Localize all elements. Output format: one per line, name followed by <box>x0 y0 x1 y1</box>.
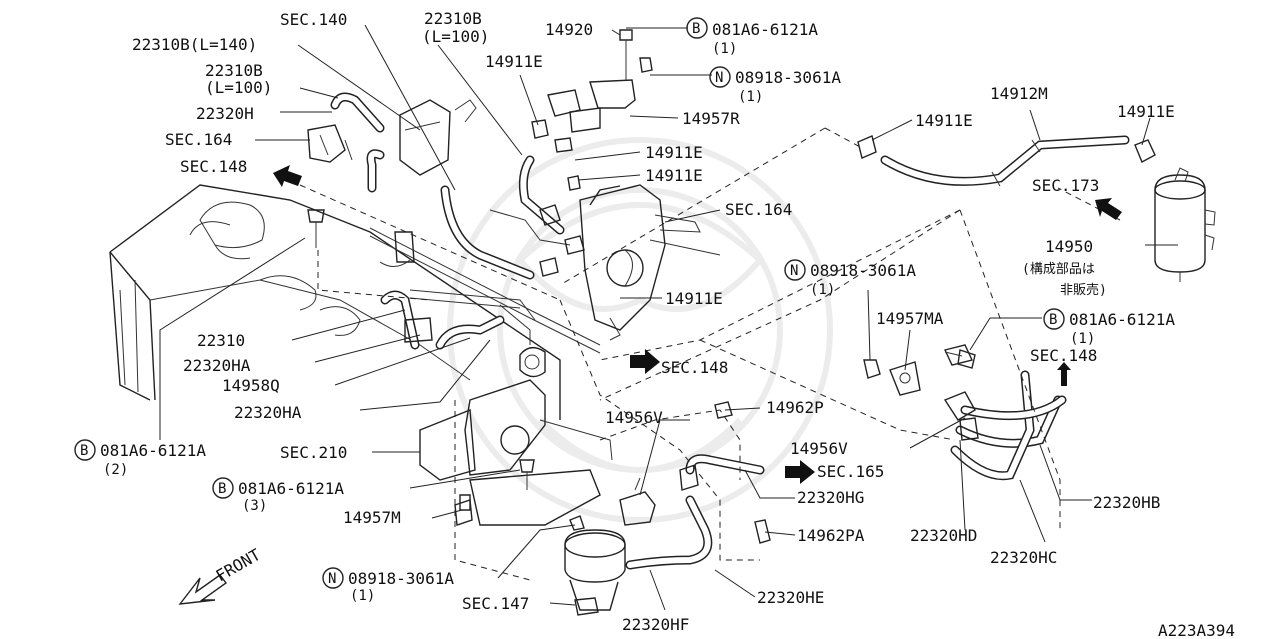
arrow-sec173 <box>1095 198 1122 220</box>
label-n-08918-mid: 08918-3061A <box>810 261 916 280</box>
label-14956v-a: 14956V <box>605 408 663 427</box>
label-22320hf: 22320HF <box>622 615 689 634</box>
label-b-081a6-top-qty: (1) <box>712 41 737 57</box>
label-b-081a6-left-qty: (2) <box>103 462 128 478</box>
egr-bracket-assembly <box>419 347 613 526</box>
label-14957ma: 14957MA <box>876 309 944 328</box>
label-14958q: 14958Q <box>222 376 280 395</box>
pipe-bundle <box>369 155 601 354</box>
label-b-081a6-top: 081A6-6121A <box>712 20 818 39</box>
label-14957m: 14957M <box>343 508 401 527</box>
label-n-08918-top: 08918-3061A <box>735 68 841 87</box>
canister-14950 <box>1154 167 1216 282</box>
hoses-right <box>943 370 1067 481</box>
label-14950-note2: 非販売) <box>1060 282 1107 298</box>
label-14956v-b: 14956V <box>790 439 848 458</box>
label-14912m: 14912M <box>990 84 1048 103</box>
label-22310b-top: 22310B <box>424 9 482 28</box>
label-n-08918-top-qty: (1) <box>738 89 763 105</box>
label-sec147: SEC.147 <box>462 594 529 613</box>
label-22320hc: 22320HC <box>990 548 1057 567</box>
label-b-081a6-right-qty: (1) <box>1070 331 1095 347</box>
label-22310: 22310 <box>197 331 245 350</box>
label-22320h: 22320H <box>196 104 254 123</box>
label-14962pa: 14962PA <box>797 526 865 545</box>
arrow-sec165 <box>785 460 815 484</box>
label-22320ha-a: 22320HA <box>183 356 251 375</box>
label-22320hb: 22320HB <box>1093 493 1160 512</box>
arrow-sec148-mid <box>630 349 660 374</box>
badge-b-low: B <box>218 481 226 497</box>
leader-lines <box>159 24 1178 611</box>
label-14962p: 14962P <box>766 398 824 417</box>
diagram-code: A223A394 <box>1158 621 1235 639</box>
label-22320hg: 22320HG <box>797 488 864 507</box>
label-14950: 14950 <box>1045 237 1093 256</box>
label-14911e-d: 14911E <box>665 289 723 308</box>
label-sec148-mid: SEC.148 <box>661 358 728 377</box>
label-sec148-right: SEC.148 <box>1030 346 1097 365</box>
label-sec164-left: SEC.164 <box>165 130 232 149</box>
reference-dashes <box>299 127 1121 581</box>
badge-b-top: B <box>692 21 700 37</box>
badges: B N N B B B N <box>74 17 1065 589</box>
label-sec140: SEC.140 <box>280 10 347 29</box>
label-sec210: SEC.210 <box>280 443 347 462</box>
label-22310b-l100: 22310B <box>205 61 263 80</box>
direction-arrows <box>178 165 1122 605</box>
front-arrow-icon <box>178 574 227 605</box>
label-22320hd: 22320HD <box>910 526 977 545</box>
label-14911e-c: 14911E <box>645 166 703 185</box>
hose-14912m <box>857 135 1156 187</box>
arrow-sec148-right <box>1057 362 1071 386</box>
label-n-08918-low-qty: (1) <box>350 588 375 604</box>
badge-n-low: N <box>328 571 336 587</box>
label-b-081a6-low: 081A6-6121A <box>238 479 344 498</box>
label-b-081a6-low-qty: (3) <box>242 498 267 514</box>
label-sec164-mid: SEC.164 <box>725 200 792 219</box>
label-n-08918-mid-qty: (1) <box>810 282 835 298</box>
label-14911e-b: 14911E <box>645 143 703 162</box>
label-b-081a6-right: 081A6-6121A <box>1069 310 1175 329</box>
label-b-081a6-left: 081A6-6121A <box>100 441 206 460</box>
vacuum-tank-sec140 <box>399 99 477 176</box>
label-front: FRONT <box>213 545 265 586</box>
label-sec148-left: SEC.148 <box>180 157 247 176</box>
arrow-sec148-left <box>273 165 302 187</box>
label-sec173: SEC.173 <box>1032 176 1099 195</box>
label-22320he: 22320HE <box>757 588 824 607</box>
watermark-emblem <box>447 137 833 523</box>
engine-block <box>109 184 561 420</box>
badge-b-left: B <box>80 443 88 459</box>
hoses-upper-left <box>307 92 385 193</box>
label-14911e-f: 14911E <box>1117 102 1175 121</box>
badge-n-mid: N <box>790 263 798 279</box>
label-22320ha-b: 22320HA <box>234 403 302 422</box>
label-sec165: SEC.165 <box>817 462 884 481</box>
label-14911e-e: 14911E <box>915 111 973 130</box>
label-14950-note1: (構成部品は <box>1022 262 1095 277</box>
label-22310b-top-len: (L=100) <box>422 27 489 46</box>
hoses-mid-left <box>380 290 531 350</box>
label-14911e-a: 14911E <box>485 52 543 71</box>
badge-n-top: N <box>715 70 723 86</box>
bolts <box>307 209 976 544</box>
label-14920: 14920 <box>545 20 593 39</box>
label-22310b-l140: 22310B(L=140) <box>132 35 257 54</box>
solenoid-bracket-14957r <box>531 29 653 277</box>
label-22310b-l100-len: (L=100) <box>205 78 272 97</box>
part-labels: SEC.140 22310B (L=100) 22310B(L=140) 223… <box>100 9 1235 639</box>
label-n-08918-low: 08918-3061A <box>348 569 454 588</box>
vacuum-actuator <box>564 495 713 616</box>
badge-b-right: B <box>1049 312 1057 328</box>
throttle-chamber <box>579 184 721 341</box>
bracket-14957ma <box>863 344 973 396</box>
label-14957r: 14957R <box>682 109 740 128</box>
